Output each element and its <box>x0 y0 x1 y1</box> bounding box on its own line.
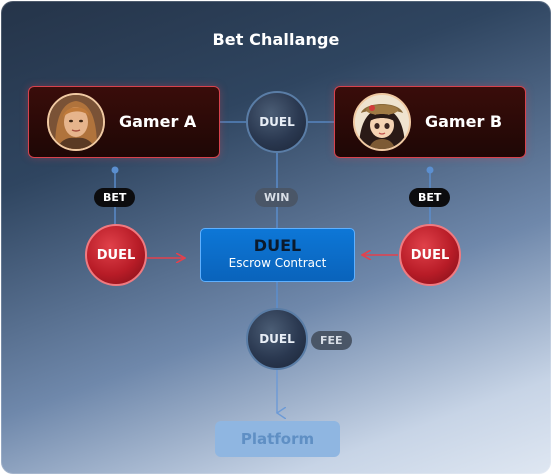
duel-token-top: DUEL <box>246 91 308 153</box>
gamer-a-name: Gamer A <box>119 112 197 131</box>
win-label: WIN <box>255 188 299 207</box>
girl-explorer-avatar <box>353 93 411 151</box>
wire-dot-a <box>111 166 119 174</box>
wire-dot-b <box>426 166 434 174</box>
gamer-a-card: Gamer A <box>28 86 220 158</box>
female-warrior-avatar <box>47 93 105 151</box>
fee-label: FEE <box>311 331 352 350</box>
platform-box: Platform <box>215 421 340 457</box>
diagram-title: Bet Challange <box>212 30 340 49</box>
duel-token-a: DUEL <box>85 224 147 286</box>
escrow-contract-box: DUEL Escrow Contract <box>200 228 355 282</box>
duel-token-fee: DUEL <box>246 308 308 370</box>
bet-label-a: BET <box>94 188 136 207</box>
gamer-b-card: Gamer B <box>334 86 526 158</box>
gamer-b-name: Gamer B <box>425 112 503 131</box>
duel-token-b: DUEL <box>399 224 461 286</box>
escrow-subtitle: Escrow Contract <box>228 256 327 270</box>
bet-label-b: BET <box>409 188 451 207</box>
escrow-title: DUEL <box>253 236 302 255</box>
